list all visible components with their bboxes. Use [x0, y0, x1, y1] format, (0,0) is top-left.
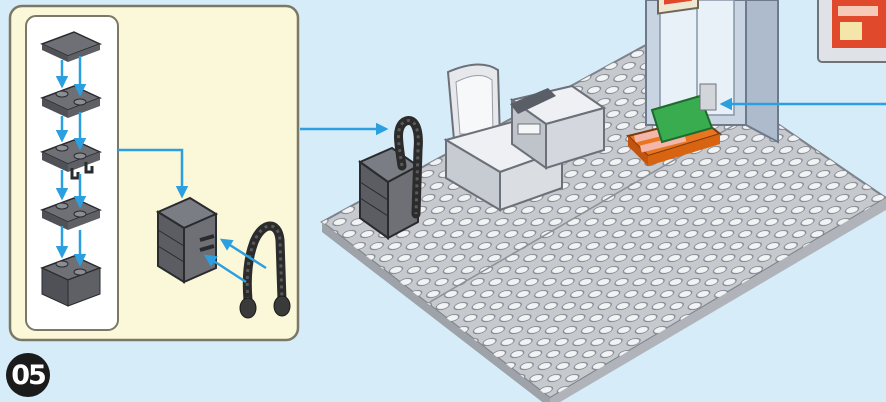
step-number: 05 [11, 360, 45, 391]
equipment-unit-placed [360, 120, 418, 238]
equipment-unit-assembled [158, 198, 216, 282]
step-number-badge: 05 [6, 353, 50, 397]
sub-assembly-callout [10, 6, 298, 340]
wall-monitor [818, 0, 886, 62]
